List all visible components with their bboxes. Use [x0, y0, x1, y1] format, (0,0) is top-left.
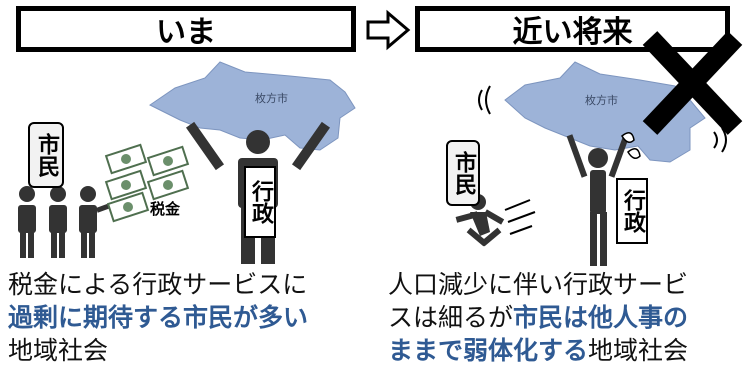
- now-header-text: いま: [156, 15, 216, 50]
- caption-future-emphasis-2: ままで弱体化する: [388, 336, 589, 365]
- citizen-tag-right: 市民: [446, 140, 480, 206]
- caption-now: 税金による行政サービスに 過剰に期待する市民が多い 地域社会: [8, 268, 378, 367]
- caption-now-emphasis: 過剰に期待する市民が多い: [8, 303, 309, 332]
- admin-tag-left: 行政: [244, 166, 276, 238]
- future-header: 近い将来: [415, 6, 730, 52]
- sweat-drops-icon: [621, 132, 641, 159]
- tax-label: 税金: [150, 200, 181, 218]
- city-label-left: 枚方市: [255, 91, 288, 105]
- shake-lines-icon: [478, 85, 727, 153]
- caption-future: 人口減少に伴い行政サービ スは細るが市民は他人事の ままで弱体化する地域社会: [388, 268, 743, 367]
- arrow-right-icon: [366, 9, 411, 51]
- caption-future-line3: ままで弱体化する地域社会: [388, 336, 689, 365]
- money-icon: [104, 143, 190, 223]
- caption-now-line1: 税金による行政サービスに: [8, 270, 308, 299]
- city-label-right: 枚方市: [585, 93, 618, 107]
- future-header-text: 近い将来: [512, 15, 633, 50]
- admin-figure-right: [566, 134, 630, 266]
- caption-now-line3: 地域社会: [8, 336, 109, 365]
- running-citizen-icon: [455, 194, 505, 247]
- caption-future-line1: 人口減少に伴い行政サービ: [388, 270, 689, 299]
- citizen-tag-left: 市民: [28, 122, 64, 188]
- city-map-left: [149, 61, 356, 151]
- caption-future-line2: スは細るが市民は他人事の: [388, 303, 689, 332]
- admin-tag-right: 行政: [616, 178, 648, 244]
- citizens-group: [18, 186, 113, 258]
- now-header: いま: [16, 6, 356, 52]
- cross-icon: [642, 31, 743, 135]
- motion-lines-icon: [504, 199, 536, 235]
- caption-future-emphasis-1: 市民は他人事の: [513, 303, 689, 332]
